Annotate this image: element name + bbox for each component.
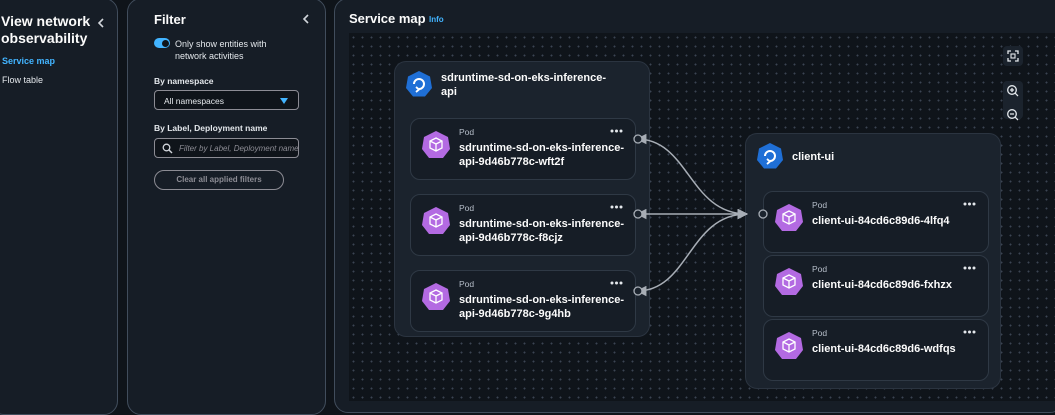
more-options-icon[interactable]: [610, 281, 623, 285]
pod-card[interactable]: Pod sdruntime-sd-on-eks-inference-api-9d…: [410, 118, 636, 180]
pod-icon: [422, 131, 450, 158]
pod-kind: Pod: [812, 328, 828, 338]
connection-port: [633, 286, 643, 296]
deployment-name: sdruntime-sd-on-eks-inference-api: [441, 72, 607, 98]
caret-down-icon: [280, 98, 288, 104]
nav-item-service-map[interactable]: Service map: [2, 56, 56, 66]
fit-view-icon: [1007, 50, 1019, 62]
connection-port: [633, 209, 643, 219]
more-options-icon[interactable]: [610, 129, 623, 133]
deployment-icon: [757, 143, 783, 169]
service-map-canvas[interactable]: sdruntime-sd-on-eks-inference-api Pod sd…: [349, 33, 1055, 401]
chevron-left-icon[interactable]: [300, 12, 312, 26]
deployment-group-client-ui[interactable]: client-ui Pod client-ui-84cd6c89d6-4lfq4…: [745, 133, 1001, 389]
filter-title: Filter: [154, 12, 186, 27]
connection-line: [635, 133, 749, 220]
connection-port: [633, 134, 643, 144]
filter-panel: Filter Only show entities with network a…: [127, 0, 326, 415]
chevron-left-icon[interactable]: [95, 16, 107, 30]
service-map-panel: Service map Info sdruntime-sd-on-eks-inf…: [334, 0, 1055, 413]
pod-kind: Pod: [459, 279, 475, 289]
pod-name: sdruntime-sd-on-eks-inference-api-9d46b7…: [459, 294, 625, 320]
pod-kind: Pod: [812, 200, 828, 210]
pod-name: sdruntime-sd-on-eks-inference-api-9d46b7…: [459, 142, 625, 168]
pod-name: client-ui-84cd6c89d6-wdfqs: [812, 343, 956, 355]
pod-name: client-ui-84cd6c89d6-4lfq4: [812, 215, 950, 227]
pod-icon: [422, 283, 450, 310]
connection-line: [635, 208, 749, 297]
namespace-select-value: All namespaces: [164, 96, 225, 106]
deployment-name: client-ui: [792, 151, 835, 163]
pod-card[interactable]: Pod sdruntime-sd-on-eks-inference-api-9d…: [410, 270, 636, 332]
search-icon: [162, 143, 173, 154]
zoom-out-icon[interactable]: [1003, 105, 1023, 124]
pod-icon: [775, 204, 803, 231]
activity-toggle-label: Only show entities with network activiti…: [175, 39, 267, 61]
fit-view-button[interactable]: [1003, 46, 1023, 66]
pod-card[interactable]: Pod client-ui-84cd6c89d6-fxhzx: [763, 255, 989, 317]
pod-card[interactable]: Pod client-ui-84cd6c89d6-wdfqs: [763, 319, 989, 381]
nav-title: View network observability: [1, 13, 91, 46]
connection-lines: [633, 133, 768, 297]
pod-name: sdruntime-sd-on-eks-inference-api-9d46b7…: [459, 218, 625, 244]
info-link[interactable]: Info: [429, 15, 444, 24]
connection-port: [758, 209, 768, 219]
more-options-icon[interactable]: [963, 202, 976, 206]
pod-kind: Pod: [812, 264, 828, 274]
pod-name: client-ui-84cd6c89d6-fxhzx: [812, 279, 952, 291]
activity-toggle[interactable]: [154, 38, 170, 48]
deployment-icon: [406, 71, 432, 97]
pod-icon: [775, 332, 803, 359]
pod-card[interactable]: Pod client-ui-84cd6c89d6-4lfq4: [763, 191, 989, 253]
more-options-icon[interactable]: [963, 266, 976, 270]
service-map-title: Service map: [349, 11, 426, 26]
zoom-controls: [1003, 81, 1023, 121]
label-filter-input[interactable]: Filter by Label, Deployment name: [154, 138, 299, 158]
namespace-select[interactable]: All namespaces: [154, 90, 299, 110]
navigation-panel: View network observability Service map F…: [0, 0, 118, 415]
more-options-icon[interactable]: [963, 330, 976, 334]
pod-card[interactable]: Pod sdruntime-sd-on-eks-inference-api-9d…: [410, 194, 636, 256]
label-filter-label: By Label, Deployment name: [154, 123, 268, 133]
pod-icon: [775, 268, 803, 295]
pod-icon: [422, 207, 450, 234]
pod-kind: Pod: [459, 127, 475, 137]
label-filter-placeholder: Filter by Label, Deployment name: [179, 144, 299, 153]
pod-kind: Pod: [459, 203, 475, 213]
deployment-group-inference-api[interactable]: sdruntime-sd-on-eks-inference-api Pod sd…: [394, 61, 650, 337]
clear-filters-button[interactable]: Clear all applied filters: [154, 170, 284, 190]
namespace-label: By namespace: [154, 76, 214, 86]
more-options-icon[interactable]: [610, 205, 623, 209]
nav-item-flow-table[interactable]: Flow table: [2, 75, 44, 85]
zoom-in-icon[interactable]: [1003, 81, 1023, 100]
